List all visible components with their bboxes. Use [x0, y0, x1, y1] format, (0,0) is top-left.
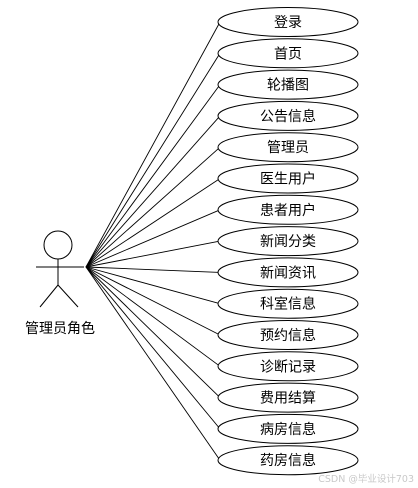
use-case-label: 病房信息: [260, 421, 316, 438]
use-case: 医生用户: [217, 163, 359, 194]
association-line: [85, 209, 221, 268]
use-case-label: 诊断记录: [260, 359, 316, 375]
watermark-text: CSDN @毕业设计703: [318, 473, 414, 485]
association-line: [85, 84, 221, 268]
use-case-label: 医生用户: [260, 171, 316, 188]
use-case-label: 首页: [274, 46, 302, 62]
use-case: 登录: [217, 7, 359, 37]
use-case: 药房信息: [217, 445, 359, 476]
actor-figure: 管理员角色: [25, 230, 95, 337]
use-case-label: 管理员: [267, 140, 309, 156]
association-line: [85, 146, 221, 268]
use-case-ellipse: [217, 100, 359, 131]
use-case-label: 登录: [274, 15, 302, 31]
use-case-ellipse: [217, 413, 359, 444]
association-line: [85, 21, 221, 268]
use-case: 管理员: [217, 132, 359, 163]
use-case: 轮播图: [217, 69, 359, 100]
association-line: [85, 53, 221, 268]
use-case: 预约信息: [217, 320, 359, 350]
use-case-ellipse: [217, 132, 359, 163]
use-case: 费用结算: [217, 382, 359, 413]
use-case-ellipse: [217, 382, 359, 413]
association-line: [85, 266, 221, 336]
use-case-ellipse: [217, 320, 359, 350]
use-case-ellipse: [217, 257, 359, 288]
use-case-label: 药房信息: [260, 452, 316, 469]
use-case: 公告信息: [217, 100, 359, 131]
association-line: [85, 266, 221, 305]
use-case: 首页: [217, 38, 359, 69]
actor-left-leg: [39, 284, 59, 308]
use-case-label: 费用结算: [260, 391, 316, 407]
association-line: [85, 240, 221, 268]
association-line: [85, 266, 221, 273]
use-case-ellipse: [217, 7, 359, 37]
use-case-ellipse: [217, 226, 359, 257]
use-case-ellipse: [217, 445, 359, 476]
association-line: [85, 266, 221, 367]
use-case-ellipse: [217, 69, 359, 100]
use-case: 新闻资讯: [217, 257, 359, 288]
use-case-label: 新闻分类: [260, 234, 316, 250]
use-case-ellipse: [217, 163, 359, 194]
use-case-ellipse: [217, 288, 359, 319]
use-case: 科室信息: [217, 288, 359, 319]
association-line: [85, 266, 221, 461]
actor-head: [43, 230, 73, 260]
use-case: 新闻分类: [217, 226, 359, 257]
use-case: 诊断记录: [217, 351, 359, 382]
use-case: 患者用户: [217, 194, 359, 225]
use-case-list: 登录首页轮播图公告信息管理员医生用户患者用户新闻分类新闻资讯科室信息预约信息诊断…: [217, 7, 359, 476]
use-case-label: 轮播图: [267, 78, 309, 94]
use-case-label: 预约信息: [260, 327, 316, 344]
use-case-label: 公告信息: [260, 108, 316, 125]
use-case-ellipse: [217, 351, 359, 382]
association-line: [85, 266, 221, 430]
association-lines: [85, 21, 221, 461]
use-case-label: 科室信息: [260, 296, 316, 313]
use-case: 病房信息: [217, 413, 359, 444]
use-case-label: 新闻资讯: [260, 265, 316, 281]
actor-right-leg: [57, 284, 79, 308]
use-case-label: 患者用户: [260, 202, 316, 219]
association-line: [85, 266, 221, 398]
association-line: [85, 115, 221, 268]
actor-label: 管理员角色: [25, 320, 95, 337]
use-case-ellipse: [217, 38, 359, 69]
use-case-ellipse: [217, 194, 359, 225]
association-line: [85, 178, 221, 268]
